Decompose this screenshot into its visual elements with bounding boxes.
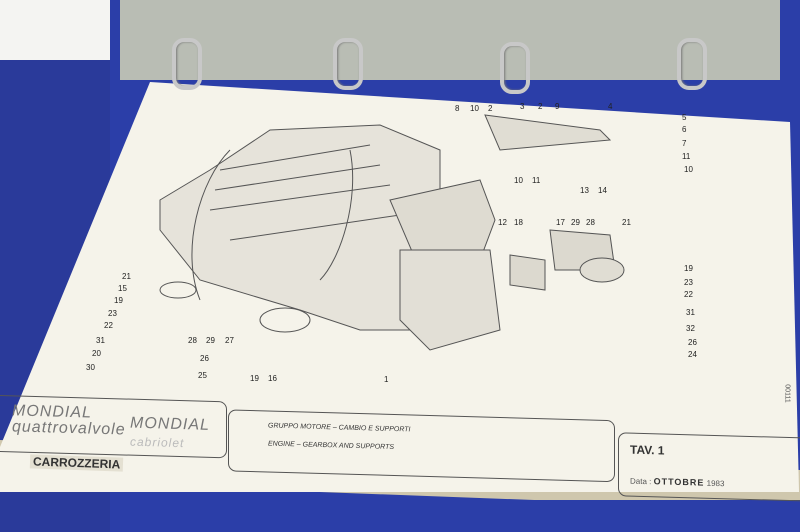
callout: 23 [684, 278, 693, 287]
callout: 26 [688, 338, 697, 347]
callout: 19 [114, 296, 123, 305]
callout: 5 [682, 113, 687, 122]
callout: 27 [225, 336, 234, 345]
callout: 23 [108, 309, 117, 318]
callout: 1 [384, 375, 389, 384]
callout: 26 [200, 354, 209, 363]
callout: 32 [686, 324, 695, 333]
callout: 19 [250, 374, 259, 383]
callout: 3 [520, 102, 525, 111]
callout: 21 [622, 218, 631, 227]
callout: 12 [498, 218, 507, 227]
callout: 8 [455, 104, 460, 113]
callout: 2 [538, 102, 543, 111]
date-month: OTTOBRE [653, 476, 705, 488]
date-year: 1983 [706, 478, 725, 489]
callout: 24 [688, 350, 697, 359]
callout: 13 [580, 186, 589, 195]
binder-ring [677, 38, 707, 90]
callout: 15 [118, 284, 127, 293]
callout: 10 [470, 104, 479, 113]
callout: 20 [92, 349, 101, 358]
callout: 18 [514, 218, 523, 227]
binder-ring [333, 38, 363, 90]
callout: 9 [555, 102, 560, 111]
callout: 31 [96, 336, 105, 345]
binder-ring [500, 42, 530, 94]
callout: 16 [268, 374, 277, 383]
callout: 29 [571, 218, 580, 227]
callout: 17 [556, 218, 565, 227]
table-number: TAV. 1 [630, 442, 665, 458]
date-label: Data [630, 476, 647, 487]
callout: 31 [686, 308, 695, 317]
callout: 10 [514, 176, 523, 185]
callout: 10 [684, 165, 693, 174]
callout: 28 [586, 218, 595, 227]
callout: 28 [188, 336, 197, 345]
callout: 22 [104, 321, 113, 330]
callout: 11 [532, 176, 541, 185]
callout: 25 [198, 371, 207, 380]
logo-mondial-cabriolet: MONDIAL cabriolet [130, 415, 210, 453]
callout: 6 [682, 125, 687, 134]
callout: 19 [684, 264, 693, 273]
callout: 7 [682, 139, 687, 148]
logo-text: cabriolet [130, 434, 185, 451]
callout: 29 [206, 336, 215, 345]
logo-text: quattrovalvole [12, 418, 126, 439]
logo-text: MONDIAL [130, 414, 210, 434]
callout: 21 [122, 272, 131, 281]
logo-mondial-quattrovalvole: MONDIAL quattrovalvole [12, 402, 126, 439]
callout: 2 [488, 104, 493, 113]
callout: 14 [598, 186, 607, 195]
document-number: 00111 [783, 384, 791, 403]
callout: 4 [608, 102, 613, 111]
callout: 11 [682, 152, 691, 161]
binder-ring [172, 38, 202, 90]
callout: 30 [86, 363, 95, 372]
callout: 22 [684, 290, 693, 299]
divider-page [120, 0, 780, 80]
